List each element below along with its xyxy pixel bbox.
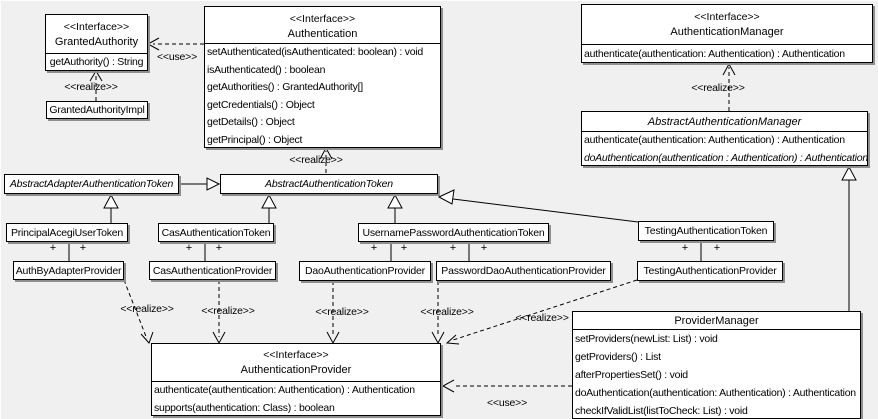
class-name: AuthByAdapterProvider xyxy=(15,264,122,277)
class-name: Authentication xyxy=(287,28,358,40)
class-testing-authentication-provider[interactable]: TestingAuthenticationProvider xyxy=(637,261,783,281)
method-label: getDetails() : Object xyxy=(207,116,295,128)
multiplicity-label: + xyxy=(49,242,57,254)
method-label: isAuthenticated() : boolean xyxy=(207,63,326,76)
method-label: supports(authentication: Class) : boolea… xyxy=(154,401,335,414)
use-label: <<use>> xyxy=(156,51,198,63)
stereotype-label: <<Interface>> xyxy=(289,13,356,25)
method-label: getCredentials() : Object xyxy=(207,98,315,111)
class-granted-authority[interactable]: <<Interface>> GrantedAuthority getAuthor… xyxy=(45,14,148,71)
method-label: setProviders(newList: List) : void xyxy=(575,333,718,345)
realize-arrow-icon xyxy=(445,334,460,345)
method-label: setAuthenticated(isAuthenticated: boolea… xyxy=(207,46,423,58)
class-authentication-manager[interactable]: <<Interface>> AuthenticationManager auth… xyxy=(581,4,873,63)
multiplicity-label: + xyxy=(480,242,488,254)
realize-label: <<realize>> xyxy=(201,305,255,317)
class-name: AuthenticationManager xyxy=(670,26,784,38)
stereotype-label: <<Interface>> xyxy=(63,21,130,33)
method-label: checkIfValidList(listToCheck: List) : vo… xyxy=(575,405,748,417)
class-abstract-authentication-manager[interactable]: AbstractAuthenticationManager authentica… xyxy=(581,111,868,166)
use-label: <<use>> xyxy=(486,397,528,409)
method-label: getPrincipal() : Object xyxy=(207,133,303,146)
class-auth-by-adapter-provider[interactable]: AuthByAdapterProvider xyxy=(13,261,124,280)
class-name: UsernamePasswordAuthenticationToken xyxy=(362,226,545,239)
multiplicity-label: + xyxy=(79,242,87,254)
class-name: AbstractAuthenticationManager xyxy=(647,116,802,128)
class-abstract-authentication-token[interactable]: AbstractAuthenticationToken xyxy=(220,174,438,194)
class-name: PrincipalAcegiUserToken xyxy=(10,226,124,239)
stereotype-label: <<Interface>> xyxy=(694,11,760,23)
generalization-arrow-icon xyxy=(841,165,857,181)
class-dao-authentication-provider[interactable]: DaoAuthenticationProvider xyxy=(299,261,431,281)
method-label: doAuthentication(authentication: Authent… xyxy=(575,387,856,399)
multiplicity-label: + xyxy=(185,242,193,254)
multiplicity-label: + xyxy=(370,242,378,254)
class-cas-authentication-token[interactable]: CasAuthenticationToken xyxy=(158,223,274,242)
class-name: AbstractAdapterAuthenticationToken xyxy=(9,178,174,190)
multiplicity-label: + xyxy=(449,242,457,254)
method-label: doAuthentication(authentication : Authen… xyxy=(584,151,867,164)
realize-arrow-icon xyxy=(212,331,226,345)
class-principal-acegi-user-token[interactable]: PrincipalAcegiUserToken xyxy=(6,223,128,242)
class-cas-authentication-provider[interactable]: CasAuthenticationProvider xyxy=(149,261,276,280)
generalization-arrow-icon xyxy=(206,177,221,191)
multiplicity-label: + xyxy=(215,242,223,254)
realize-label: <<realize>> xyxy=(515,312,569,324)
class-testing-authentication-token[interactable]: TestingAuthenticationToken xyxy=(638,221,774,241)
multiplicity-label: + xyxy=(400,242,408,254)
class-name: AuthenticationProvider xyxy=(240,364,352,376)
realize-arrow-icon xyxy=(722,62,736,76)
multiplicity-label: + xyxy=(713,242,721,254)
class-authentication[interactable]: <<Interface>> Authentication setAuthenti… xyxy=(204,6,441,148)
class-password-dao-authentication-provider[interactable]: PasswordDaoAuthenticationProvider xyxy=(436,261,611,281)
class-name: AbstractAuthenticationToken xyxy=(265,178,393,190)
class-name: TestingAuthenticationProvider xyxy=(643,265,777,277)
method-label: authenticate(authentication: Authenticat… xyxy=(154,384,415,396)
class-provider-manager[interactable]: ProviderManager setProviders(newList: Li… xyxy=(572,311,861,419)
realize-label: <<realize>> xyxy=(64,81,118,93)
class-abstract-adapter-authentication-token[interactable]: AbstractAdapterAuthenticationToken xyxy=(4,174,179,194)
generalization-arrow-icon xyxy=(261,193,277,209)
realize-label: <<realize>> xyxy=(289,154,343,166)
realize-arrow-icon xyxy=(326,331,340,345)
realize-arrow-icon xyxy=(89,70,103,82)
stereotype-label: <<Interface>> xyxy=(263,349,329,361)
class-name: PasswordDaoAuthenticationProvider xyxy=(441,265,606,277)
method-label: afterPropertiesSet() : void xyxy=(575,369,688,381)
class-name: GrantedAuthorityImpl xyxy=(49,104,145,116)
class-name: ProviderManager xyxy=(674,315,759,327)
generalization-arrow-icon xyxy=(437,189,455,205)
method-label: authenticate(authentication: Authenticat… xyxy=(584,48,845,60)
class-username-password-authentication-token[interactable]: UsernamePasswordAuthenticationToken xyxy=(358,223,549,242)
method-label: getAuthority() : String xyxy=(49,56,144,68)
multiplicity-label: + xyxy=(681,242,689,254)
method-label: authenticate(authentication: Authenticat… xyxy=(584,134,845,146)
method-label: getAuthorities() : GrantedAuthority[] xyxy=(207,81,363,93)
generalization-arrow-icon xyxy=(103,193,119,209)
class-authentication-provider[interactable]: <<Interface>> AuthenticationProvider aut… xyxy=(151,343,441,416)
class-granted-authority-impl[interactable]: GrantedAuthorityImpl xyxy=(46,101,148,119)
class-name: CasAuthenticationToken xyxy=(161,226,271,239)
class-name: CasAuthenticationProvider xyxy=(152,264,273,277)
realize-label: <<realize>> xyxy=(420,306,474,318)
class-name: TestingAuthenticationToken xyxy=(644,225,768,237)
realize-label: <<realize>> xyxy=(315,306,369,318)
use-arrow-icon xyxy=(441,379,455,393)
realize-arrow-icon xyxy=(431,331,445,345)
generalization-arrow-icon xyxy=(387,193,403,209)
use-arrow-icon xyxy=(146,37,160,51)
method-label: getProviders() : List xyxy=(575,351,661,363)
realize-label: <<realize>> xyxy=(691,82,745,94)
class-name: GrantedAuthority xyxy=(54,36,139,48)
realize-label: <<realize>> xyxy=(120,303,174,315)
realize-arrow-icon xyxy=(140,331,154,344)
class-name: DaoAuthenticationProvider xyxy=(305,265,425,277)
gen-testingtoken-line xyxy=(452,198,639,223)
